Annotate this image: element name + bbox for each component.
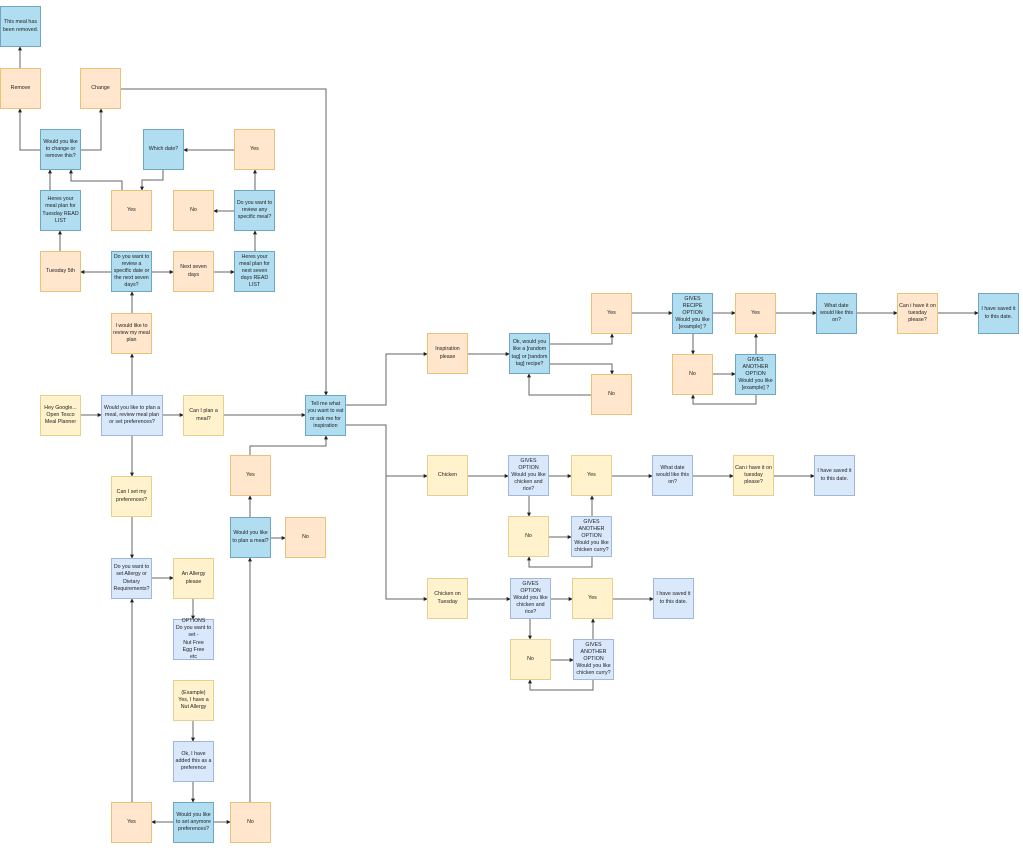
edge xyxy=(691,394,757,405)
node-would-you-plan: Would you like to plan a meal? xyxy=(230,517,271,558)
node-added-pref: Ok, I have added this as a preference xyxy=(173,741,214,782)
node-heres-tuesday: Heres your meal plan for Tuesday READ LI… xyxy=(40,190,81,231)
node-saved-2: I have saved it to this date. xyxy=(814,455,855,496)
edge xyxy=(346,424,428,601)
node-yes-random: Yes xyxy=(591,293,632,334)
edge xyxy=(527,373,591,396)
node-random-tag: Ok, would you like a [random tag] or [ra… xyxy=(509,333,550,374)
node-recipe-option: GIVES RECIPE OPTION Would you like [exam… xyxy=(672,293,713,334)
node-saved-1: I have saved it to this date. xyxy=(978,293,1019,334)
node-can-i-set-prefs: Can I set my preferences? xyxy=(111,476,152,517)
edge xyxy=(346,352,428,406)
node-review-date-or-week: Do you want to review a specific date or… xyxy=(111,251,152,292)
edge xyxy=(81,108,103,151)
node-example-nut: (Example) Yes, I have a Nut Allergy xyxy=(173,680,214,721)
node-change: Change xyxy=(80,68,121,109)
edge xyxy=(69,169,123,190)
node-chicken-tuesday: Chicken on Tuesday xyxy=(427,578,468,619)
node-what-date-1: What date would like this on? xyxy=(816,293,857,334)
node-yes-anymore: Yes xyxy=(111,802,152,843)
node-heres-seven-days: Heres your meal plan for next seven days… xyxy=(234,251,275,292)
node-which-date: Which date? xyxy=(143,129,184,170)
node-options: OPTIONS Do you want to set - Nut Free Eg… xyxy=(173,618,214,660)
node-remove: Remove xyxy=(0,68,41,109)
edge xyxy=(249,435,328,455)
node-yes-review-specific: Yes xyxy=(234,129,275,170)
node-can-i-plan: Can I plan a meal? xyxy=(183,395,224,436)
node-review-meal-plan: I would like to review my meal plan xyxy=(111,313,152,354)
node-another-recipe: GIVES ANOTHER OPTION Would you like [exa… xyxy=(735,354,776,395)
node-gives-option-2: GIVES OPTION Would you like chicken and … xyxy=(510,578,551,619)
node-no-recipe: No xyxy=(672,354,713,395)
edge xyxy=(527,556,593,568)
edge xyxy=(550,333,614,345)
node-allergy-please: An Allergy please xyxy=(173,558,214,599)
node-inspiration: Inspiration please xyxy=(427,333,468,374)
node-yes-which-date: Yes xyxy=(111,190,152,231)
node-what-date-2: What date would like this on? xyxy=(652,455,693,496)
node-no-plan: No xyxy=(285,517,326,558)
edge xyxy=(140,170,164,191)
node-allergy-question: Do you want to set Allergy or Dietary Re… xyxy=(111,558,152,599)
node-change-or-remove: Would you like to change or remove this? xyxy=(40,129,81,170)
node-hey-google: Hey Google... Open Tesco Meal Planner xyxy=(40,395,81,436)
node-yes-chicken-tue: Yes xyxy=(572,578,613,619)
node-yes-plan: Yes xyxy=(230,455,271,496)
node-review-specific-meal: Do you want to review any specific meal? xyxy=(234,190,275,231)
node-saved-3: I have saved it to this date. xyxy=(653,578,694,619)
node-no-random: No xyxy=(591,374,632,415)
node-no-chicken: No xyxy=(508,516,549,557)
edge xyxy=(18,108,40,151)
node-tuesday-please-2: Can i have it on tuesday please? xyxy=(733,455,774,496)
node-no-review-specific: No xyxy=(173,190,214,231)
node-chicken: Chicken xyxy=(427,455,468,496)
node-next-seven-days: Next seven days xyxy=(173,251,214,292)
node-another-chicken: GIVES ANOTHER OPTION Would you like chic… xyxy=(571,516,612,557)
edge xyxy=(528,679,594,691)
node-removed: This meal has been removed. xyxy=(0,6,41,47)
edge xyxy=(550,363,614,375)
edge xyxy=(121,88,328,396)
node-no-anymore: No xyxy=(230,802,271,843)
node-set-anymore: Would you like to set anymore preference… xyxy=(173,802,214,843)
node-main-menu: Would you like to plan a meal, review me… xyxy=(101,395,163,436)
node-tell-me: Tell me what you want to eat or ask me f… xyxy=(305,395,346,436)
node-yes-chicken: Yes xyxy=(571,455,612,496)
node-gives-option-1: GIVES OPTION Would you like chicken and … xyxy=(508,455,549,496)
node-yes-recipe: Yes xyxy=(735,293,776,334)
node-another-chicken-tue: GIVES ANOTHER OPTION Would you like chic… xyxy=(573,639,614,680)
node-no-chicken-tue: No xyxy=(510,639,551,680)
node-tuesday-5th: Tuesday 5th xyxy=(40,251,81,292)
node-tuesday-please-1: Can i have it on tuesday please? xyxy=(897,293,938,334)
